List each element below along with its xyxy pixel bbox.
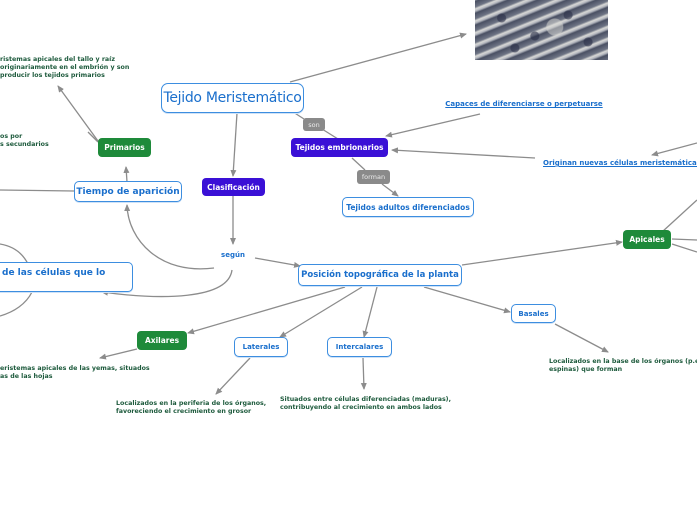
edge-posicion-basales [423,286,511,314]
node-axilares-label: Axilares [144,336,180,345]
edge-posicion-axilares [187,286,346,335]
connector-son-label: son [308,120,320,129]
edge-apicales-right3 [671,243,697,253]
node-clasificacion-label: Clasificación [207,182,260,192]
connector-segun-label: según [221,251,245,259]
note-secundarios-line-1: os por [0,133,23,140]
node-originan[interactable]: Originan nuevas células meristemáticas [543,157,697,169]
edge-origen-left-bottom [0,291,33,317]
edge-posicion-laterales [279,286,363,338]
edge-son-embrionarios [321,128,339,140]
edge-basales-note [554,323,609,353]
edge-apicales-right2 [671,238,697,241]
edge-segun-posicion [254,257,301,268]
note-intercalares-line-2: contribuyendo al crecimiento en ambos la… [280,404,442,411]
edge-segun-origen [101,269,233,298]
edge-title-clasificacion [230,112,238,177]
note-primarios-line-1: ristemas apicales del tallo y raíz [0,56,116,63]
node-apicales[interactable]: Apicales [623,230,671,249]
node-axilares[interactable]: Axilares [137,331,187,350]
node-tejidos-embrionarios-label: Tejidos embrionarios [295,143,384,152]
edge-originan-embrionarios [391,147,536,159]
note-axilares: eristemas apicales de las yemas, situado… [0,365,150,381]
edge-intercalares-note [360,357,367,390]
connector-segun[interactable]: según [214,249,252,261]
note-primarios-line-3: producir los tejidos primarios [0,72,105,79]
edge-tiempo-left [0,189,75,192]
node-basales-label: Basales [518,309,549,318]
edge-forman-adultos [381,183,399,197]
edge-capaces-embrionarios [385,113,481,138]
edge-apicales-right1 [661,199,697,233]
note-primarios-line-2: originariamente en el embrión y son [0,64,130,71]
node-basales[interactable]: Basales [511,304,556,323]
note-basales-line-2: espinas) que forman [549,366,623,373]
edge-note-secundarios [87,131,99,143]
central-topic-node[interactable]: Tejido Meristemático [161,83,304,113]
node-posicion-topografica-label: Posición topográfica de la planta [301,270,459,280]
note-intercalares: Situados entre células diferenciadas (ma… [280,396,451,412]
node-laterales[interactable]: Laterales [234,337,288,357]
node-capaces[interactable]: Capaces de diferenciarse o perpetuarse [444,98,604,110]
edge-primarios-note [57,85,99,142]
note-primarios: ristemas apicales del tallo y raíz origi… [0,56,129,80]
node-primarios-label: Primarios [104,143,145,152]
edge-laterales-note [215,357,251,395]
note-secundarios: os por s secundarios [0,133,49,149]
node-tiempo-aparicion-label: Tiempo de aparición [76,186,180,197]
central-topic-label: Tejido Meristemático [163,90,302,106]
edge-tiempo-primarios [123,166,130,183]
node-intercalares[interactable]: Intercalares [327,337,392,357]
micrograph-image [475,0,608,60]
note-axilares-line-2: as de las hojas [0,373,53,380]
node-tejidos-adultos[interactable]: Tejidos adultos diferenciados [342,197,474,217]
node-capaces-label: Capaces de diferenciarse o perpetuarse [445,100,603,108]
connector-forman-label: forman [361,173,386,181]
edge-axilares-note [99,348,138,360]
node-posicion-topografica[interactable]: Posición topográfica de la planta [298,264,462,286]
note-axilares-line-1: eristemas apicales de las yemas, situado… [0,365,150,372]
node-apicales-label: Apicales [629,235,665,244]
edge-posicion-intercalares [362,286,378,338]
connector-forman[interactable]: forman [357,170,390,184]
node-origen-celulas-label: de las células que lo [2,268,106,278]
note-basales-line-1: Localizados en la base de los órganos (p… [549,358,697,365]
edge-embrionarios-forman [351,157,366,171]
node-origen-celulas[interactable]: de las células que lo [0,262,133,292]
note-secundarios-line-2: s secundarios [0,141,49,148]
connector-son[interactable]: son [303,118,325,131]
node-primarios[interactable]: Primarios [98,138,151,157]
edge-originan-right [651,142,697,157]
note-intercalares-line-1: Situados entre células diferenciadas (ma… [280,396,451,403]
node-laterales-label: Laterales [242,343,280,351]
edge-posicion-apicales [461,239,623,266]
edge-segun-tiempo [124,204,215,270]
node-tejidos-embrionarios[interactable]: Tejidos embrionarios [291,138,388,157]
note-basales: Localizados en la base de los órganos (p… [549,358,697,374]
note-laterales: Localizados en la periferia de los órgan… [116,400,266,416]
node-tejidos-adultos-label: Tejidos adultos diferenciados [346,202,470,212]
note-laterales-line-1: Localizados en la periferia de los órgan… [116,400,267,407]
edge-origen-left-top [0,243,29,265]
note-laterales-line-2: favoreciendo el crecimiento en grosor [116,408,252,415]
node-clasificacion[interactable]: Clasificación [202,178,265,196]
edge-title-image [289,32,467,83]
node-intercalares-label: Intercalares [335,343,384,351]
node-originan-label: Originan nuevas células meristemáticas [543,159,697,167]
node-tiempo-aparicion[interactable]: Tiempo de aparición [74,181,182,202]
